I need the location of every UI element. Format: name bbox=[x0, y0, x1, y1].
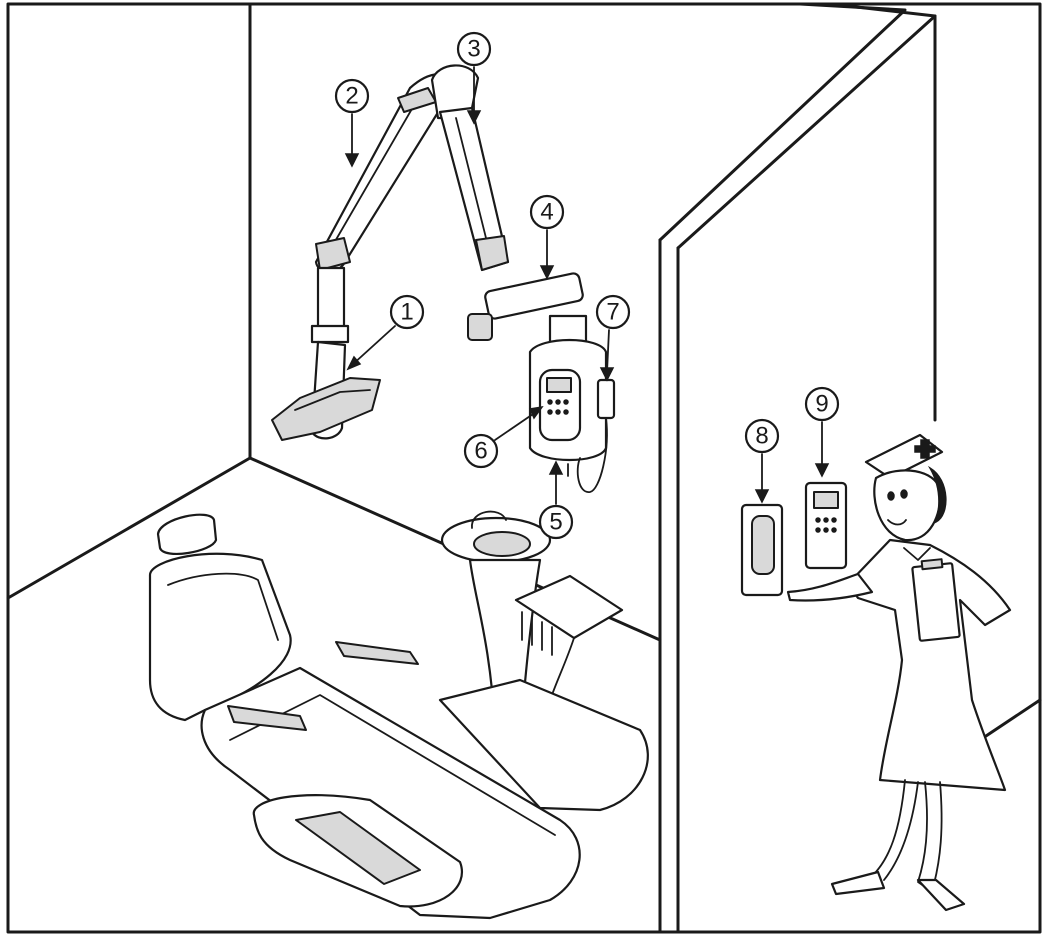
partition-top-inner bbox=[678, 4, 935, 248]
wall-control-unit bbox=[530, 340, 614, 492]
nurse-eye-left bbox=[888, 492, 894, 500]
chair-headrest bbox=[158, 515, 216, 554]
callout-8-arrowhead bbox=[756, 490, 768, 502]
control-unit-button-2[interactable] bbox=[556, 400, 560, 404]
callout-5-arrowhead bbox=[550, 462, 562, 474]
arm-segment-3-joint bbox=[476, 236, 508, 270]
callout-6-label: 6 bbox=[474, 438, 487, 465]
callout-1-label: 1 bbox=[400, 299, 413, 326]
handset-holder bbox=[598, 380, 614, 418]
callout-1-arrow bbox=[352, 326, 395, 365]
control-unit-button-6[interactable] bbox=[564, 410, 568, 414]
tube-head-collar bbox=[312, 326, 348, 342]
callout-9-label: 9 bbox=[815, 391, 828, 418]
control-unit-display bbox=[547, 378, 571, 392]
control-unit-button-3[interactable] bbox=[564, 400, 568, 404]
callout-8-label: 8 bbox=[755, 423, 768, 450]
horizontal-arm-4 bbox=[484, 272, 584, 319]
spittoon-basin bbox=[474, 532, 530, 556]
delivery-unit bbox=[440, 512, 648, 810]
chair-armrest-right bbox=[336, 642, 418, 664]
remote-panel-9-button-2[interactable] bbox=[824, 518, 828, 522]
remote-panel-9-button-1[interactable] bbox=[816, 518, 820, 522]
nurse-head bbox=[874, 470, 940, 540]
callout-9-arrowhead bbox=[816, 464, 828, 476]
remote-panel-9-button-3[interactable] bbox=[832, 518, 836, 522]
callout-4-arrowhead bbox=[541, 266, 553, 278]
callout-4-label: 4 bbox=[540, 199, 553, 226]
callout-7-arrow bbox=[607, 330, 609, 372]
remote-panel-9-button-4[interactable] bbox=[816, 528, 820, 532]
remote-panel-9-button-5[interactable] bbox=[824, 528, 828, 532]
arm-joint-lower bbox=[316, 238, 350, 270]
control-unit-button-5[interactable] bbox=[556, 410, 560, 414]
nurse-leg-left bbox=[836, 780, 905, 888]
callout-5-label: 5 bbox=[549, 509, 562, 536]
horizontal-arm-end-cap bbox=[468, 314, 492, 340]
remote-switch-8-button[interactable] bbox=[752, 516, 774, 574]
callout-2-arrowhead bbox=[346, 154, 358, 166]
callout-2-label: 2 bbox=[345, 83, 358, 110]
control-unit-button-1[interactable] bbox=[548, 400, 552, 404]
partition-top-outer bbox=[660, 4, 905, 240]
tube-head-mount bbox=[318, 268, 344, 328]
nurse-shoe-left bbox=[832, 872, 884, 894]
callout-3-label: 3 bbox=[467, 36, 480, 63]
clipboard-clip bbox=[922, 559, 943, 569]
remote-panels bbox=[742, 483, 846, 595]
callout-7-label: 7 bbox=[606, 299, 619, 326]
nurse-eye-right bbox=[901, 490, 907, 498]
nurse-shoe-right bbox=[918, 880, 964, 910]
control-unit-mount bbox=[550, 316, 586, 342]
arm-segment-2-detail bbox=[330, 95, 420, 250]
nurse-leg-left-inner bbox=[884, 782, 918, 880]
remote-panel-9-button-6[interactable] bbox=[832, 528, 836, 532]
remote-panel-9-display bbox=[814, 492, 838, 508]
nurse-leg-right-inner bbox=[934, 782, 942, 884]
control-unit-button-4[interactable] bbox=[548, 410, 552, 414]
nurse-clipboard bbox=[912, 563, 960, 641]
